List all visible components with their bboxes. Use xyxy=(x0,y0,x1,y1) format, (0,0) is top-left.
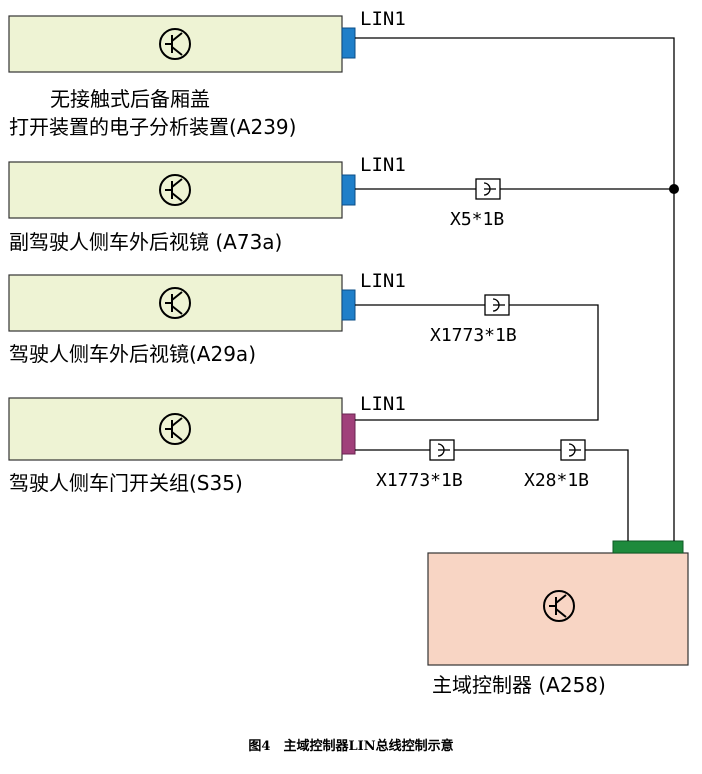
connector-label-x1773-s35: X1773*1B xyxy=(376,470,463,491)
module-a29a xyxy=(8,274,356,332)
module-a29a-box xyxy=(8,274,343,332)
module-s35-box xyxy=(8,397,343,461)
module-a29a-label: 驾驶人侧车外后视镜(A29a) xyxy=(9,342,256,366)
wire-a239 xyxy=(355,37,675,541)
transistor-icon xyxy=(159,28,191,60)
transistor-icon xyxy=(159,287,191,319)
transistor-icon xyxy=(543,590,575,622)
module-a29a-connector xyxy=(341,289,356,321)
lin-label-s35: LIN1 xyxy=(360,393,406,415)
wire-s35 xyxy=(355,449,629,541)
module-s35-label: 驾驶人侧车门开关组(S35) xyxy=(9,471,243,495)
controller-connector xyxy=(612,540,684,554)
module-a73a-box xyxy=(8,161,343,219)
transistor-icon xyxy=(159,413,191,445)
transistor-icon xyxy=(159,174,191,206)
connector-label-x1773: X1773*1B xyxy=(430,325,517,346)
wire-a29a xyxy=(355,304,599,421)
module-a239-box xyxy=(8,15,343,73)
connector-label-x5: X5*1B xyxy=(450,209,504,230)
lin-label-a73a: LIN1 xyxy=(360,154,406,176)
lin-label-a29a: LIN1 xyxy=(360,270,406,292)
connector-x1773-symbol xyxy=(484,294,510,316)
module-a239 xyxy=(8,15,356,73)
module-s35 xyxy=(8,397,356,461)
connector-label-x28: X28*1B xyxy=(524,470,589,491)
lin-wiring xyxy=(355,37,675,541)
lin-label-a239: LIN1 xyxy=(360,8,406,30)
connector-x5-symbol xyxy=(475,178,501,200)
module-a73a-connector xyxy=(341,174,356,206)
bus-junction-dot xyxy=(669,184,679,194)
module-a239-label-line1: 无接触式后备厢盖 xyxy=(50,87,210,111)
controller-label: 主域控制器 (A258) xyxy=(432,673,606,697)
connector-x28-symbol xyxy=(560,439,586,461)
module-a239-label-line2: 打开装置的电子分析装置(A239) xyxy=(9,115,296,139)
module-a73a-label: 副驾驶人侧车外后视镜 (A73a) xyxy=(9,230,282,254)
figure-caption: 图4 主域控制器LIN总线控制示意 xyxy=(248,738,453,754)
controller-a258 xyxy=(427,540,689,666)
controller-box xyxy=(427,552,689,666)
module-a239-connector xyxy=(341,27,356,59)
module-a73a xyxy=(8,161,356,219)
module-s35-connector xyxy=(341,413,356,455)
connector-x1773-s35-symbol xyxy=(429,439,455,461)
